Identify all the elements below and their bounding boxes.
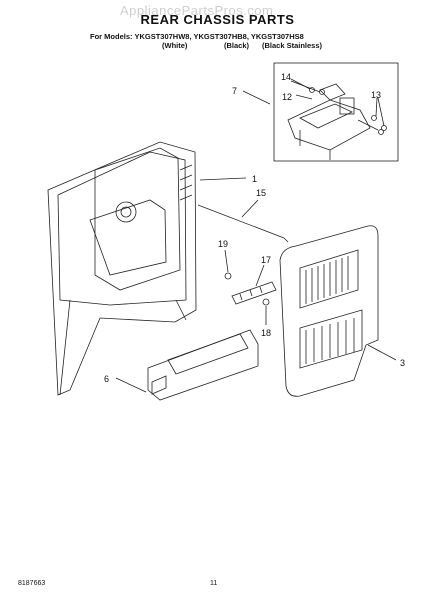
leader-12 [295, 94, 313, 100]
finish-white: (White) [162, 41, 188, 50]
callout-13: 13 [371, 90, 381, 100]
screw-18 [262, 298, 270, 325]
callout-3: 3 [400, 358, 405, 368]
document-number: 8187663 [18, 580, 46, 587]
callout-12: 12 [282, 92, 292, 102]
callout-14: 14 [281, 72, 291, 82]
leader-6 [115, 377, 147, 393]
rear-cover-3 [279, 225, 379, 397]
rear-chassis-panel [47, 141, 197, 396]
callout-19: 19 [218, 239, 228, 249]
burner-valve-assembly [287, 83, 384, 160]
leader-3 [367, 344, 397, 361]
watermark: AppliancePartsPros.com [120, 3, 274, 18]
leader-1 [199, 177, 247, 181]
bracket-6 [147, 329, 259, 401]
models-line: For Models: YKGST307HW8, YKGST307HB8, YK… [90, 32, 304, 41]
callout-1: 1 [252, 174, 257, 184]
callout-6: 6 [104, 374, 109, 384]
page-number: 11 [210, 580, 218, 587]
callout-17: 17 [261, 255, 271, 265]
leader-7 [242, 90, 271, 105]
callout-7: 7 [232, 86, 237, 96]
callout-15: 15 [256, 188, 266, 198]
terminal-block-17 [231, 264, 277, 305]
screws-14 [290, 78, 325, 95]
inset-detail-box [273, 62, 399, 162]
screws-13 [371, 97, 387, 131]
finish-black: (Black) [224, 41, 250, 50]
screw-19 [224, 249, 232, 280]
diagram-title: REAR CHASSIS PARTS [140, 12, 295, 27]
callout-18: 18 [261, 328, 271, 338]
rod-15 [197, 199, 289, 243]
finish-black-stainless: (Black Stainless) [262, 41, 323, 50]
